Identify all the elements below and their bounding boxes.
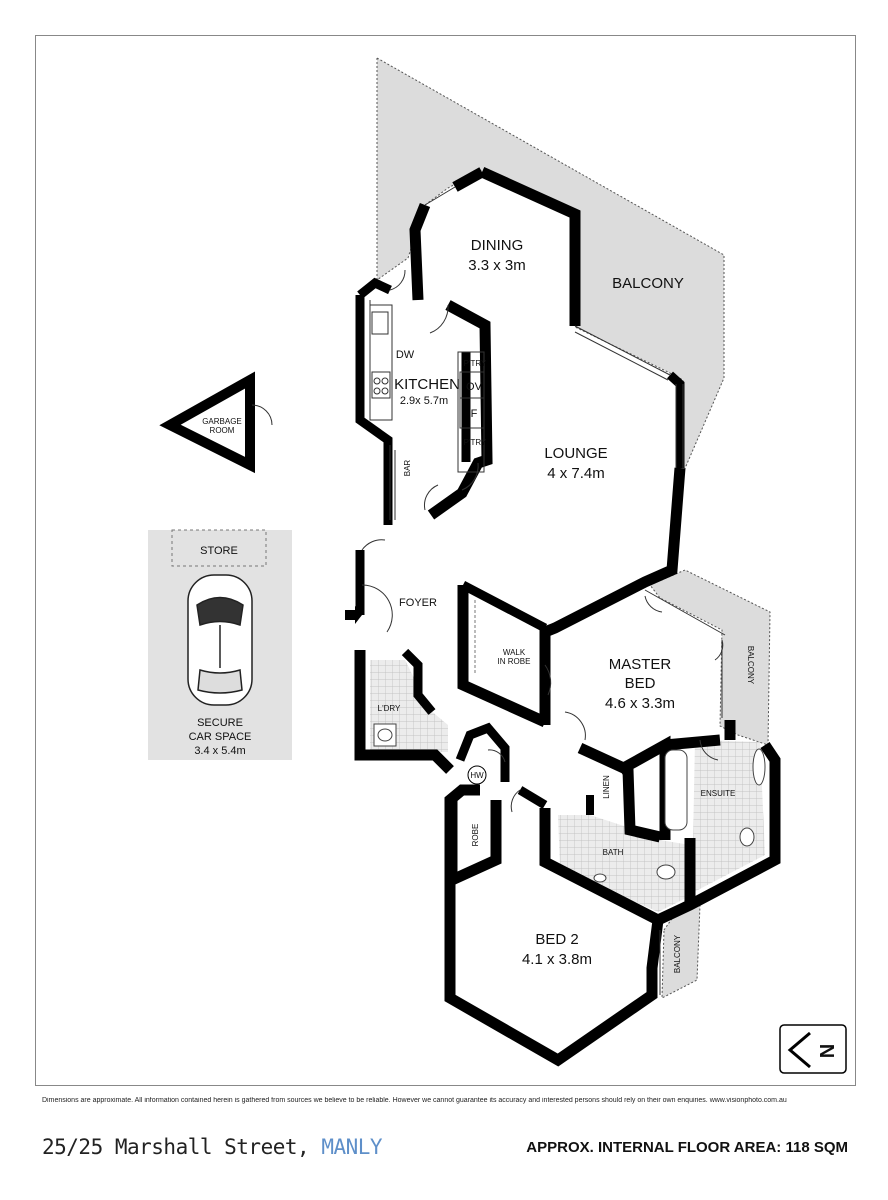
window-lines — [369, 186, 726, 995]
street-address: 25/25 Marshall Street, — [42, 1135, 310, 1159]
dishwasher-label: DW — [396, 349, 415, 361]
floor-area: APPROX. INTERNAL FLOOR AREA: 118 SQM — [526, 1139, 848, 1156]
master-bed-label-line1: MASTER — [609, 656, 672, 673]
store-area — [171, 529, 267, 567]
kitchen-size: 2.9x 5.7m — [400, 395, 448, 407]
kitchen-benches — [369, 304, 485, 473]
bar-label: BAR — [403, 460, 412, 477]
car-space-size: 3.4 x 5.4m — [194, 745, 245, 757]
walk-in-robe-line1: WALK — [503, 648, 526, 657]
bed2-label: BED 2 — [535, 931, 578, 948]
page-frame — [35, 35, 856, 1086]
garbage-label-line2: ROOM — [210, 426, 235, 435]
door-swings — [361, 269, 724, 813]
car-space-line2: CAR SPACE — [189, 731, 252, 743]
compass-box — [779, 1024, 847, 1074]
ensuite-tiles — [692, 740, 765, 893]
lounge-size: 4 x 7.4m — [547, 465, 605, 482]
bed2-size: 4.1 x 3.8m — [522, 951, 592, 968]
ensuite-label: ENSUITE — [701, 789, 736, 798]
bath-label: BATH — [603, 848, 624, 857]
footer: 25/25 Marshall Street, MANLY APPROX. INT… — [42, 1135, 848, 1165]
compass-arrow-icon — [787, 1031, 811, 1069]
master-balcony-area — [649, 569, 771, 746]
garbage-room — [159, 371, 273, 474]
pantry-top-label: P'TRY — [464, 359, 487, 368]
bathroom-fixtures — [373, 723, 766, 883]
address: 25/25 Marshall Street, MANLY — [42, 1135, 383, 1159]
garbage-label-line1: GARBAGE — [202, 417, 242, 426]
car-icon — [187, 574, 253, 706]
oven-label: OV — [466, 381, 483, 393]
dining-size: 3.3 x 3m — [468, 257, 526, 274]
compass-north-label: N — [817, 1044, 839, 1058]
lounge-label: LOUNGE — [544, 445, 607, 462]
balcony-master-label: BALCONY — [746, 646, 755, 685]
fridge-label: F — [471, 408, 478, 420]
pantry-bottom-label: P'TRY — [464, 438, 487, 447]
master-bed-size: 4.6 x 3.3m — [605, 695, 675, 712]
laundry-label: L'DRY — [378, 704, 401, 713]
suburb: MANLY — [321, 1135, 383, 1159]
walls — [354, 166, 781, 1067]
bed2-balcony-area — [661, 899, 701, 999]
walk-in-robe-line2: IN ROBE — [498, 657, 531, 666]
master-bed-label-line2: BED — [625, 675, 656, 692]
robe-label: ROBE — [471, 824, 480, 847]
hot-water-label: HW — [470, 771, 484, 780]
linen-label: LINEN — [602, 775, 611, 799]
kitchen-label: KITCHEN — [394, 376, 460, 393]
store-label: STORE — [200, 545, 238, 557]
balcony-main-label: BALCONY — [612, 275, 684, 292]
main-balcony-area — [376, 57, 725, 474]
balcony-bed2-label: BALCONY — [673, 934, 682, 973]
foyer-label: FOYER — [399, 597, 437, 609]
dining-label: DINING — [471, 237, 524, 254]
hot-water-unit — [467, 765, 487, 785]
car-space-line1: SECURE — [197, 717, 243, 729]
disclaimer-text: Dimensions are approximate. All informat… — [42, 1097, 787, 1104]
entry-arrow-icon — [345, 606, 362, 624]
